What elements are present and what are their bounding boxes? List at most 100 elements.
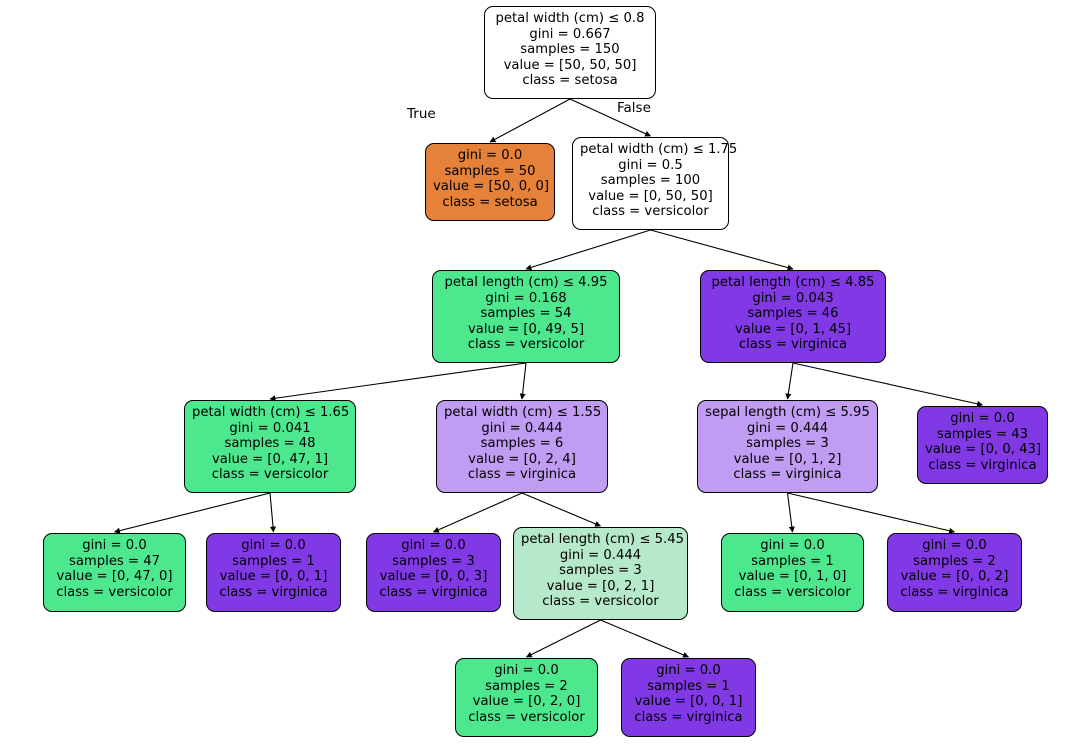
node-text-line: class = virginica xyxy=(467,467,577,483)
edge-group xyxy=(113,98,984,658)
node-text-line: gini = 0.5 xyxy=(618,157,683,173)
tree-edge xyxy=(489,98,571,143)
tree-edge xyxy=(569,98,652,137)
node-text-line: class = virginica xyxy=(900,584,1009,600)
node-text-line: gini = 0.444 xyxy=(481,420,563,436)
node-text-line: samples = 1 xyxy=(751,553,834,569)
node-text-line: petal width (cm) ≤ 1.55 xyxy=(444,405,602,420)
node-text-line: samples = 150 xyxy=(520,42,620,58)
node-text-line: petal width (cm) ≤ 0.8 xyxy=(495,11,645,26)
tree-edge xyxy=(786,492,795,533)
node-text-line: samples = 48 xyxy=(224,436,316,452)
node-text-line: class = virginica xyxy=(379,584,488,600)
node-text-line: value = [0, 0, 43] xyxy=(925,442,1042,458)
node-text-line: samples = 1 xyxy=(647,678,730,694)
node-text-line: samples = 100 xyxy=(600,173,701,189)
node-text-line: class = versicolor xyxy=(211,467,329,483)
node-text-line: value = [0, 1, 0] xyxy=(738,569,847,585)
node-text-line: class = setosa xyxy=(442,194,538,210)
node-text-line: value = [0, 2, 0] xyxy=(472,694,581,710)
node-text-line: gini = 0.0 xyxy=(241,538,306,553)
node-text-line: gini = 0.0 xyxy=(401,538,466,553)
node-text-line: class = versicolor xyxy=(468,709,585,725)
tree-edge xyxy=(525,229,651,271)
tree-edge xyxy=(269,492,277,533)
tree-edge xyxy=(521,492,602,527)
node-text-line: gini = 0.0 xyxy=(82,538,147,553)
tree-edge xyxy=(650,229,794,271)
node-text-line: value = [0, 2, 1] xyxy=(546,578,655,594)
node-text-line: gini = 0.168 xyxy=(485,290,567,306)
node-text-line: samples = 6 xyxy=(480,436,564,452)
node-text-line: class = versicolor xyxy=(467,337,585,353)
tree-edge xyxy=(269,362,527,402)
node-text-line: gini = 0.0 xyxy=(656,663,721,678)
node-text-line: petal length (cm) ≤ 4.95 xyxy=(444,275,608,290)
node-text-line: value = [0, 0, 1] xyxy=(219,569,328,585)
node-text-line: gini = 0.0 xyxy=(760,538,825,553)
node-text-line: gini = 0.041 xyxy=(229,420,311,436)
tree-edge xyxy=(519,362,527,400)
node-text-line: value = [0, 47, 0] xyxy=(56,569,173,585)
node-text-line: samples = 1 xyxy=(232,553,315,569)
node-text-line: samples = 2 xyxy=(913,553,996,569)
node-text-line: petal width (cm) ≤ 1.75 xyxy=(580,142,738,157)
node-text-line: gini = 0.0 xyxy=(950,411,1015,426)
node-text-line: value = [0, 49, 5] xyxy=(467,321,585,337)
node-text-line: value = [0, 50, 50] xyxy=(588,188,713,204)
node-text-line: class = versicolor xyxy=(542,594,659,610)
node-text-line: gini = 0.043 xyxy=(752,290,834,306)
tree-edge xyxy=(432,492,523,533)
node-text-line: value = [0, 1, 2] xyxy=(733,451,842,467)
node-text-line: gini = 0.0 xyxy=(922,538,987,553)
node-text-line: samples = 50 xyxy=(444,163,536,179)
edge-label-true: True xyxy=(407,106,436,122)
node-text-line: samples = 43 xyxy=(936,426,1029,442)
node-text-line: value = [0, 1, 45] xyxy=(734,321,852,337)
edge-label-false: False xyxy=(617,100,651,116)
tree-edge xyxy=(600,619,690,658)
node-text-line: class = virginica xyxy=(733,467,842,483)
node-text-line: class = versicolor xyxy=(592,204,709,220)
node-text-line: value = [0, 47, 1] xyxy=(211,451,329,467)
tree-edge xyxy=(785,362,794,400)
node-text-line: class = virginica xyxy=(219,584,328,600)
node-text-line: value = [0, 0, 2] xyxy=(900,569,1009,585)
node-text-line: samples = 2 xyxy=(485,678,568,694)
node-text-line: petal width (cm) ≤ 1.65 xyxy=(192,405,350,420)
node-text-line: samples = 3 xyxy=(559,563,642,579)
node-text-line: samples = 46 xyxy=(747,306,839,322)
node-text-line: gini = 0.0 xyxy=(494,663,559,678)
tree-edge xyxy=(792,362,984,407)
node-text-line: samples = 3 xyxy=(392,553,475,569)
node-text-line: class = virginica xyxy=(738,337,848,353)
node-text-line: class = versicolor xyxy=(734,584,851,600)
node-text-line: gini = 0.444 xyxy=(746,420,829,436)
node-text-line: gini = 0.0 xyxy=(457,148,523,163)
node-text-line: gini = 0.667 xyxy=(529,26,611,42)
node-text-line: petal length (cm) ≤ 5.45 xyxy=(521,532,685,547)
node-text-line: value = [0, 0, 3] xyxy=(379,569,488,585)
node-text-line: samples = 3 xyxy=(746,436,829,452)
node-text-line: petal length (cm) ≤ 4.85 xyxy=(711,275,875,290)
node-text-line: class = setosa xyxy=(522,73,618,89)
tree-edge xyxy=(525,619,601,658)
node-text-line: value = [50, 0, 0] xyxy=(433,179,550,195)
node-text-line: samples = 47 xyxy=(68,553,161,569)
node-text-line: value = [0, 2, 4] xyxy=(468,451,576,467)
